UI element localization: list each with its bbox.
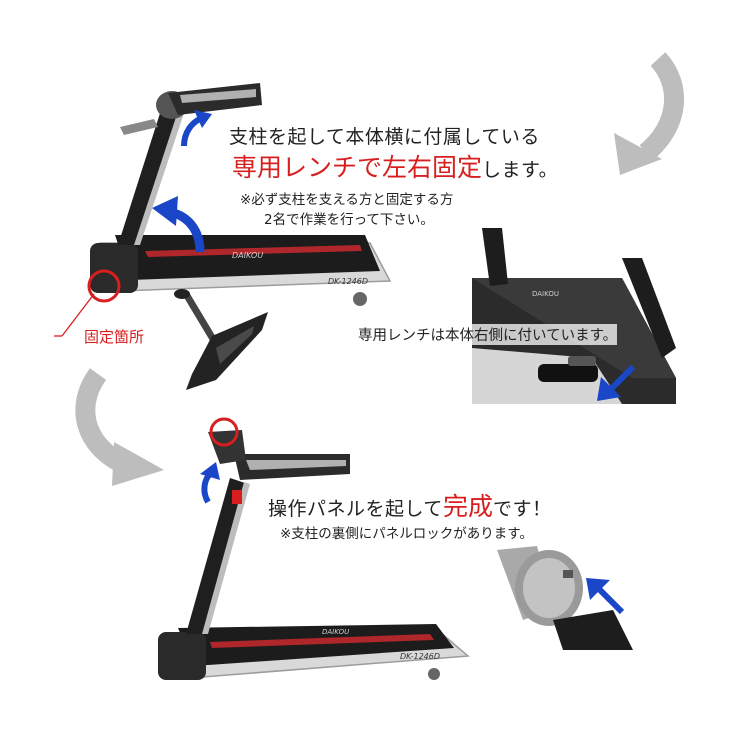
blue-up-arrow-icon [181, 110, 212, 147]
red-circle-marker-icon [87, 269, 121, 303]
deck-model-label: DK-1246D [328, 277, 369, 286]
deck2-brand-label: DAIKOU [322, 628, 350, 636]
blue-pointer-arrow-icon [586, 578, 625, 615]
step2-note: ※支柱の裏側にパネルロックがあります。 [280, 526, 533, 542]
closeup-brand-label: DAIKOU [532, 290, 559, 298]
blue-up-arrow-icon [200, 462, 220, 504]
deck2-model-label: DK-1246D [400, 652, 441, 661]
treadmill-step2-illustration: DAIKOU DK-1246D [150, 420, 480, 690]
wrench-location-text: 専用レンチは本体右側に付いています。 [358, 324, 618, 345]
wrench-closeup-photo: DAIKOU [472, 228, 676, 404]
panel-lock-closeup-photo [493, 540, 633, 650]
step1-instruction-line2: 専用レンチで左右固定します。 [232, 148, 558, 184]
step2-instruction-line1: 操作パネルを起して完成です！ [268, 487, 551, 523]
step1-instruction-line1: 支柱を起して本体横に付属している [229, 126, 540, 148]
deck-brand-label: DAIKOU [232, 251, 264, 260]
fix-point-label: 固定箇所 [84, 328, 145, 346]
curved-gray-arrow-icon [75, 368, 164, 486]
step1-note-line2: 2名で作業を行って下さい。 [264, 212, 434, 228]
curved-gray-arrow-icon [614, 52, 685, 175]
step2-line1-post: です！ [492, 498, 552, 520]
blue-pointer-arrow-icon [597, 364, 636, 401]
step2-highlight-text: 完成 [442, 492, 493, 521]
step2-line1-pre: 操作パネルを起して [268, 498, 443, 520]
step1-line2-rest: します。 [482, 159, 559, 181]
red-circle-marker-icon [209, 417, 239, 447]
step1-note-line1: ※必ず支柱を支える方と固定する方 [240, 192, 454, 208]
callout-line [54, 293, 95, 337]
wrench-illustration [174, 289, 268, 390]
step1-highlight-text: 専用レンチで左右固定 [232, 153, 483, 182]
treadmill-step1-illustration: DAIKOU DK-1246D [60, 75, 410, 315]
blue-up-arrow-icon [152, 196, 205, 253]
